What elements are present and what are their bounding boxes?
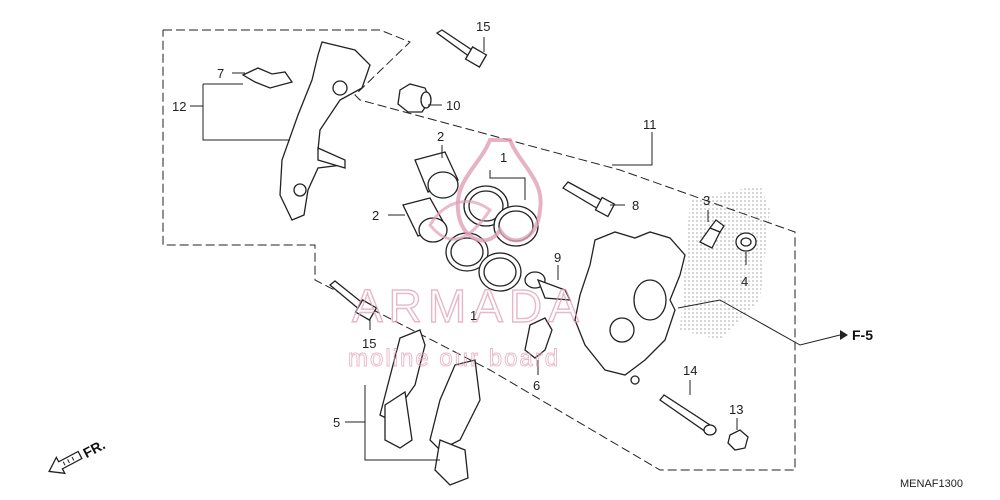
pad-pin bbox=[659, 394, 717, 436]
watermark-main: ARMADA bbox=[352, 280, 585, 332]
bleeder-screw bbox=[699, 219, 725, 249]
bolt-lower bbox=[328, 280, 378, 321]
callout-1-lower: 1 bbox=[470, 308, 477, 323]
callout-1-upper: 1 bbox=[500, 150, 507, 165]
callout-15-lower: 15 bbox=[362, 336, 376, 351]
callout-12: 12 bbox=[172, 99, 186, 114]
assembly-outline bbox=[162, 29, 796, 471]
watermark: ARMADA moline our board bbox=[348, 138, 585, 372]
callout-10: 10 bbox=[446, 98, 460, 113]
callout-4: 4 bbox=[741, 274, 748, 289]
halftone-area bbox=[680, 185, 770, 340]
bleeder-boot bbox=[397, 83, 432, 113]
pad-spring bbox=[241, 67, 294, 89]
callout-8: 8 bbox=[632, 198, 639, 213]
bleeder-cap bbox=[735, 232, 757, 252]
callout-2-upper: 2 bbox=[437, 129, 444, 144]
watermark-logo-inner bbox=[428, 200, 493, 241]
leader-lines bbox=[190, 37, 848, 461]
callout-5: 5 bbox=[333, 415, 340, 430]
callout-7: 7 bbox=[217, 66, 224, 81]
front-direction-indicator: FR. bbox=[48, 436, 108, 475]
reference-label: F-5 bbox=[852, 327, 873, 343]
caliper-body bbox=[574, 231, 686, 385]
watermark-logo bbox=[455, 138, 543, 243]
callout-9: 9 bbox=[554, 250, 561, 265]
callouts: 15 7 12 10 2 1 2 11 8 3 9 4 15 1 14 6 13… bbox=[172, 19, 748, 430]
callout-13: 13 bbox=[729, 402, 743, 417]
callout-6: 6 bbox=[533, 378, 540, 393]
pin-boot bbox=[524, 271, 572, 301]
callout-15-upper: 15 bbox=[476, 19, 490, 34]
slide-pin bbox=[562, 181, 616, 218]
callout-2-lower: 2 bbox=[372, 208, 379, 223]
callout-14: 14 bbox=[683, 363, 697, 378]
pad-retainer bbox=[524, 317, 553, 359]
front-arrow-icon bbox=[48, 450, 83, 475]
callout-3: 3 bbox=[703, 193, 710, 208]
piston-upper bbox=[414, 151, 459, 199]
bolt-upper bbox=[435, 29, 488, 68]
nut bbox=[727, 429, 749, 451]
brake-pads bbox=[379, 329, 481, 486]
watermark-sub: moline our board bbox=[348, 345, 560, 372]
caliper-bracket bbox=[279, 41, 371, 221]
diagram-code: MENAF1300 bbox=[900, 478, 963, 490]
front-label: FR. bbox=[80, 436, 107, 461]
callout-11: 11 bbox=[643, 117, 657, 132]
